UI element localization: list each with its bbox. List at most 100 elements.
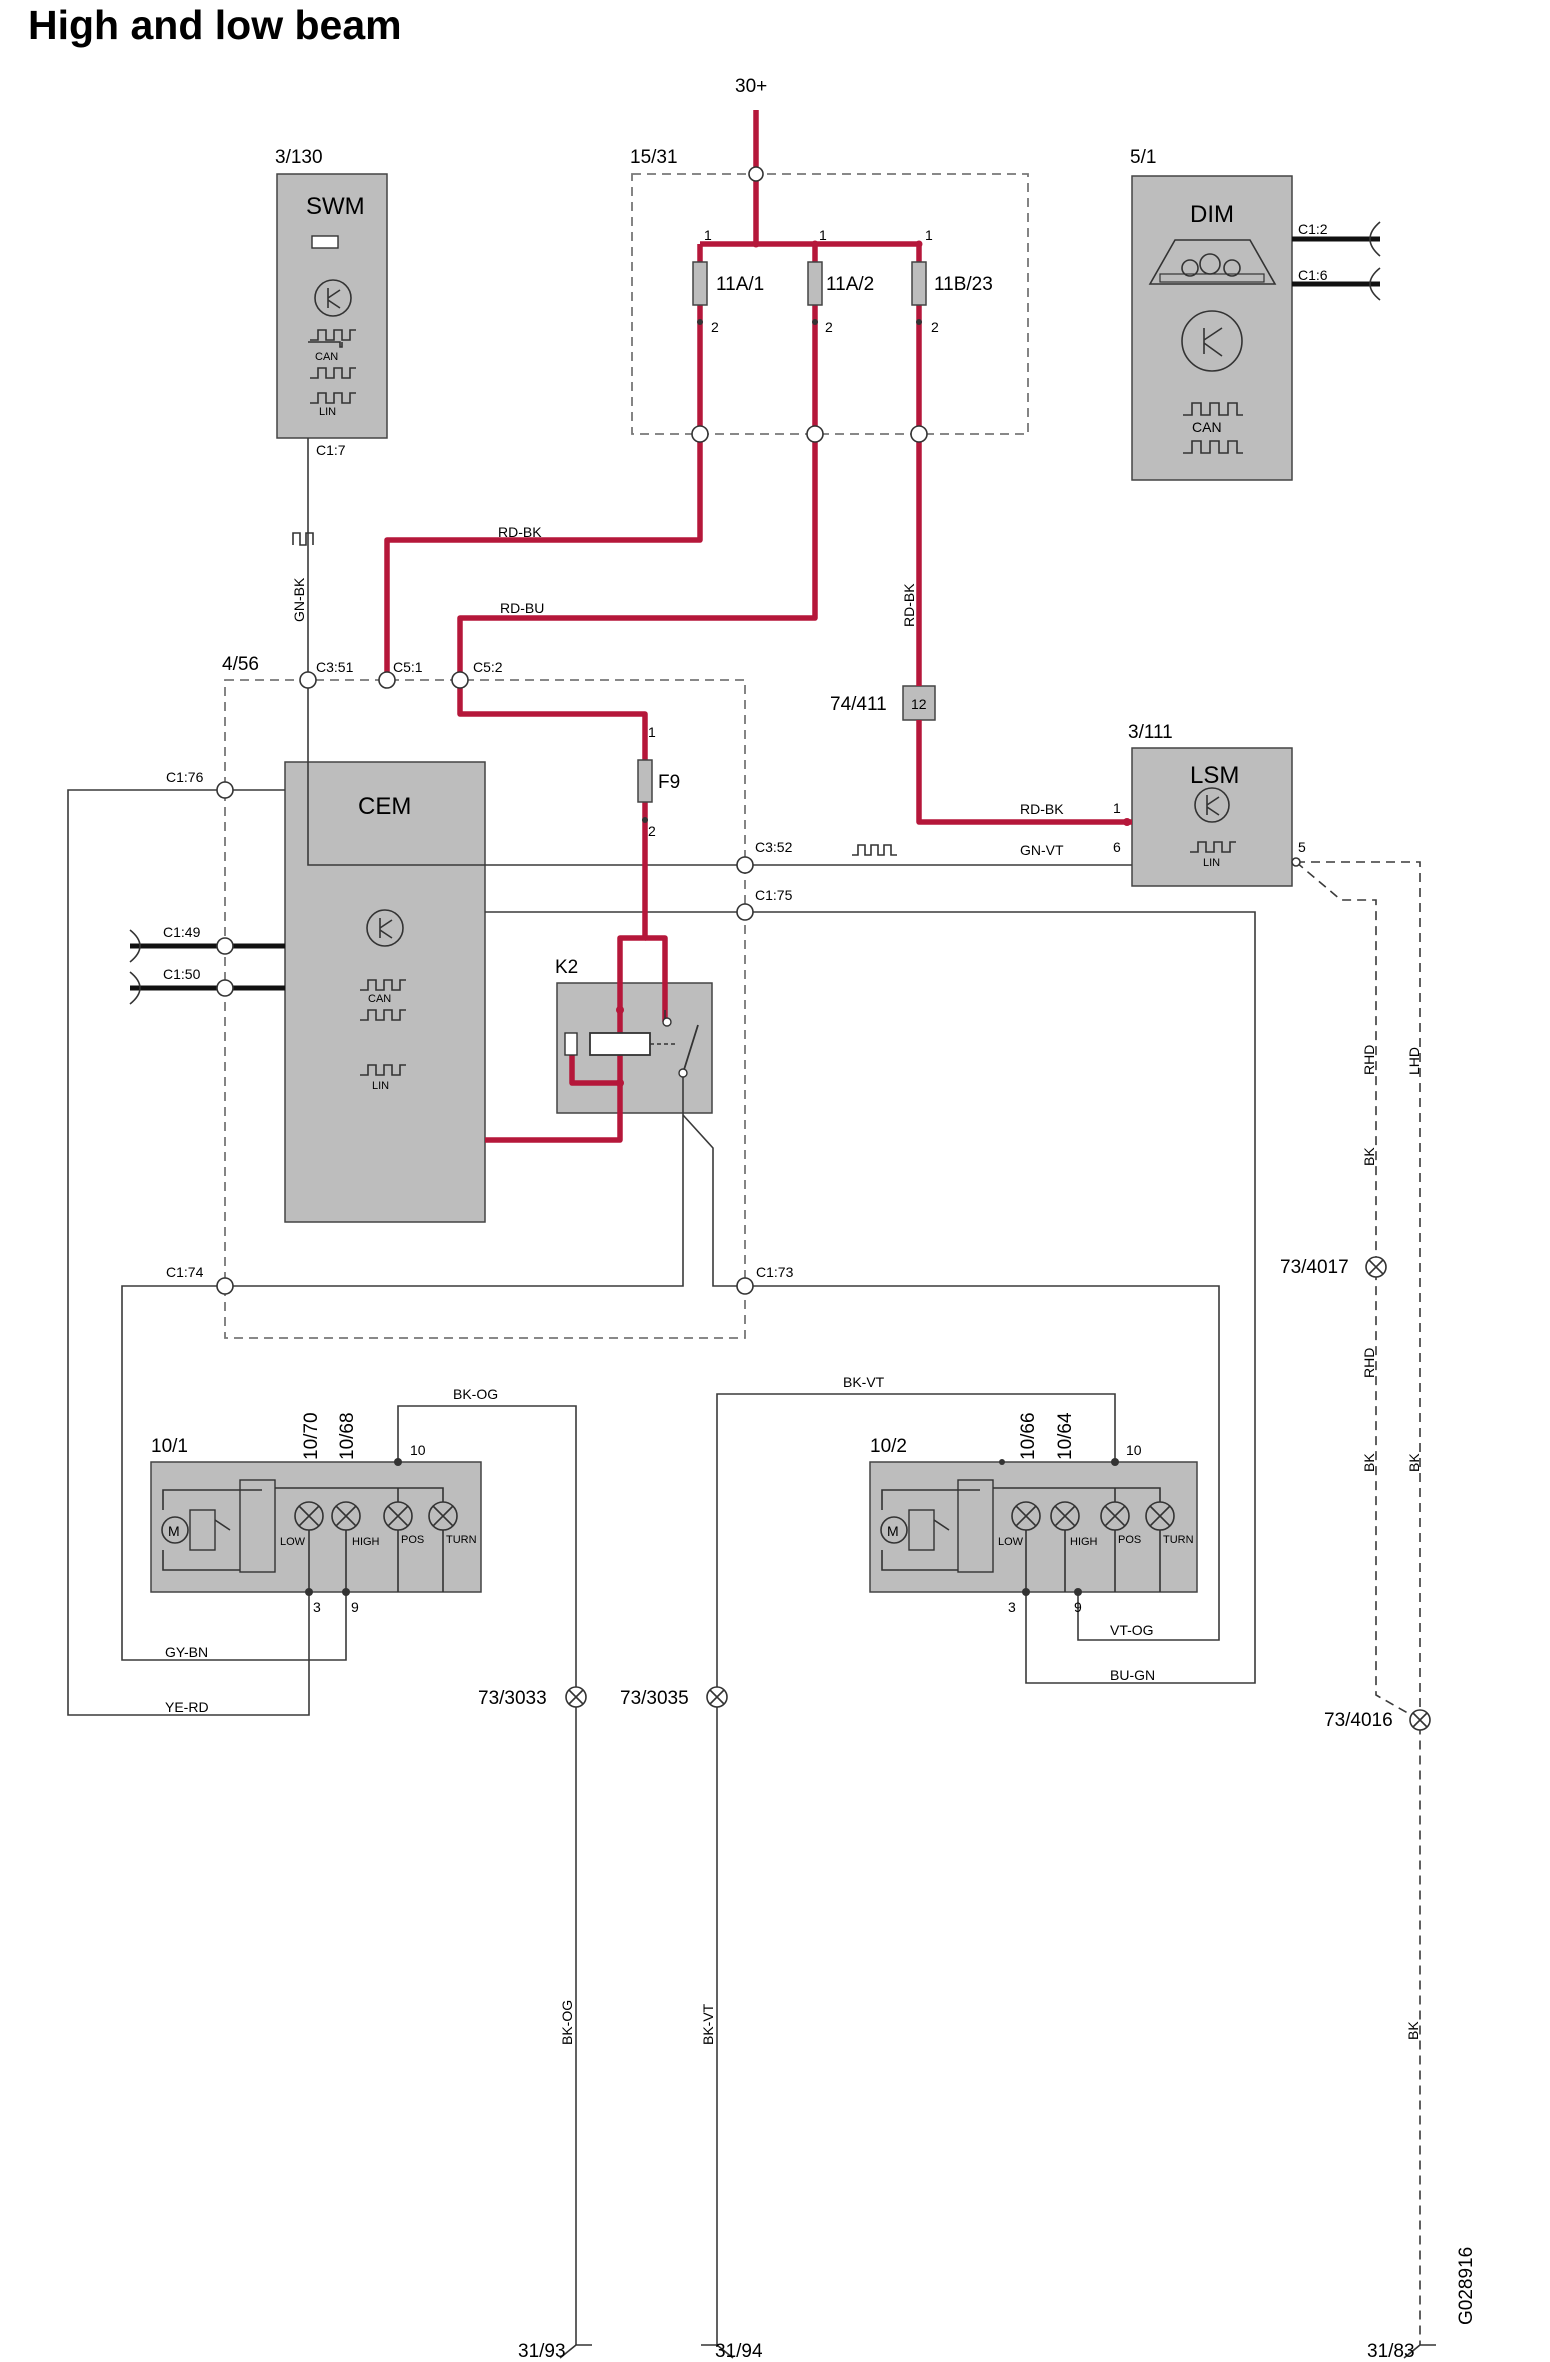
dim-name-label: DIM <box>1190 201 1234 228</box>
lamp-left-box <box>150 1461 482 1593</box>
swm-can-label: CAN <box>315 351 338 363</box>
f9-pin1: 1 <box>648 724 656 740</box>
k2-relay-coil <box>564 1010 699 1074</box>
lsm-pin1: 1 <box>1113 800 1121 816</box>
labels: 30+ 3/130 SWM CAN LIN C1:7 15/31 1 1 1 1… <box>151 76 1477 2362</box>
f9-name: F9 <box>658 772 680 793</box>
lamp-right-high-label: HIGH <box>1070 1536 1098 1548</box>
lamp-left-internals <box>161 1479 458 1592</box>
splice-3033-label: 73/3033 <box>478 1688 547 1709</box>
twist-right <box>1369 221 1381 301</box>
lsm-name-label: LSM <box>1190 762 1239 789</box>
fuse2-pin-out: 2 <box>825 319 833 335</box>
lamp-left-motor-label: M <box>168 1523 180 1539</box>
lamp-left-id: 10/1 <box>151 1436 188 1457</box>
wire-ye-rd: YE-RD <box>165 1699 209 1715</box>
splice-points <box>565 1256 1431 1731</box>
conn-74-411-label: 74/411 <box>830 694 887 715</box>
ground-symbols <box>559 2344 1436 2359</box>
dim-c12-label: C1:2 <box>1298 221 1328 237</box>
wire-gy-bn: GY-BN <box>165 1644 208 1660</box>
lamp-left-pos-label: POS <box>401 1534 424 1546</box>
cem-c150-label: C1:50 <box>163 966 201 982</box>
cem-c176-label: C1:76 <box>166 769 204 785</box>
cem-c351-label: C3:51 <box>316 659 354 675</box>
lamp-right-internals <box>880 1479 1175 1592</box>
lamp-left-low-id: 10/70 <box>301 1412 322 1460</box>
conn-74-411-pin: 12 <box>911 696 927 712</box>
lamp-left-pin9: 9 <box>351 1599 359 1615</box>
wire-rd-bk-2: RD-BK <box>901 583 917 627</box>
cem-c174-label: C1:74 <box>166 1264 204 1280</box>
connector-nodes <box>216 166 1301 1596</box>
fusebox-outline <box>631 173 1029 435</box>
ground-94-label: 31/94 <box>715 2341 763 2362</box>
lamp-left-low-label: LOW <box>280 1536 306 1548</box>
lamp-right-low-id: 10/66 <box>1018 1412 1039 1460</box>
wire-bk-1: BK <box>1361 1147 1377 1166</box>
wire-bk-og-2: BK-OG <box>559 2000 575 2045</box>
swm-lin-label: LIN <box>319 406 336 418</box>
splice-4017-label: 73/4017 <box>1280 1257 1349 1278</box>
cem-outline <box>224 679 746 1339</box>
fuse1-pin-out: 2 <box>711 319 719 335</box>
dim-c16-label: C1:6 <box>1298 267 1328 283</box>
figure-id: G028916 <box>1456 2247 1477 2325</box>
lamp-right-pin3: 3 <box>1008 1599 1016 1615</box>
connector-74-411-box <box>902 685 936 721</box>
fuse3-pin-in: 1 <box>925 227 933 243</box>
lamp-left-high-id: 10/68 <box>337 1412 358 1460</box>
lamp-left-high-label: HIGH <box>352 1536 380 1548</box>
lamp-right-pin9: 9 <box>1074 1599 1082 1615</box>
fuse3-pin-out: 2 <box>931 319 939 335</box>
cem-c175-label: C1:75 <box>755 887 793 903</box>
lsm-id-label: 3/111 <box>1128 722 1173 743</box>
fuse1-name: 11A/1 <box>716 274 764 295</box>
cem-c352-label: C3:52 <box>755 839 793 855</box>
lsm-pin5: 5 <box>1298 839 1306 855</box>
lamp-right-high-id: 10/64 <box>1055 1412 1076 1460</box>
lamp-right-pos-label: POS <box>1118 1534 1141 1546</box>
ground-83-label: 31/83 <box>1367 2341 1415 2362</box>
wire-rd-bk-1: RD-BK <box>498 524 542 540</box>
twist-left <box>129 929 141 1005</box>
cem-lin-label: LIN <box>372 1080 389 1092</box>
cem-id-label: 4/56 <box>222 654 259 675</box>
cem-c173-label: C1:73 <box>756 1264 794 1280</box>
fuse2-name: 11A/2 <box>826 274 874 295</box>
f9-pin2: 2 <box>648 823 656 839</box>
lamp-left-turn-label: TURN <box>446 1534 477 1546</box>
lamp-left-pin3: 3 <box>313 1599 321 1615</box>
cem-can-lines <box>130 943 285 991</box>
supply-label: 30+ <box>735 76 767 97</box>
lamp-right-motor-label: M <box>887 1523 899 1539</box>
fuse-symbols <box>637 261 927 803</box>
wire-bu-gn: BU-GN <box>1110 1667 1155 1683</box>
dim-id-label: 5/1 <box>1130 147 1156 168</box>
lsm-pin6: 6 <box>1113 839 1121 855</box>
dim-can-label: CAN <box>1192 419 1222 435</box>
diagram-title: High and low beam <box>28 2 402 48</box>
wire-rd-bk-3: RD-BK <box>1020 801 1064 817</box>
lamp-right-id: 10/2 <box>870 1436 907 1457</box>
lamp-left-pin10: 10 <box>410 1442 426 1458</box>
lamp-right-low-label: LOW <box>998 1536 1024 1548</box>
wire-bk-3: BK <box>1406 1453 1422 1472</box>
cem-c52-label: C5:2 <box>473 659 503 675</box>
wire-lhd: LHD <box>1406 1047 1422 1075</box>
wire-bk-2: BK <box>1361 1453 1377 1472</box>
wire-rd-bu: RD-BU <box>500 600 544 616</box>
pulse-symbols <box>292 235 1277 1076</box>
signal-wires <box>67 438 1421 2345</box>
splice-4016-label: 73/4016 <box>1324 1710 1393 1731</box>
fuse3-name: 11B/23 <box>934 274 993 295</box>
wire-gn-vt: GN-VT <box>1020 842 1064 858</box>
lsm-lin-label: LIN <box>1203 857 1220 869</box>
wire-bk-4: BK <box>1405 2021 1421 2040</box>
swm-box <box>276 173 388 439</box>
cem-c149-label: C1:49 <box>163 924 201 940</box>
wire-bk-vt-1: BK-VT <box>843 1374 885 1390</box>
swm-connector-label: C1:7 <box>316 442 346 458</box>
dim-can-lines <box>1292 236 1380 287</box>
